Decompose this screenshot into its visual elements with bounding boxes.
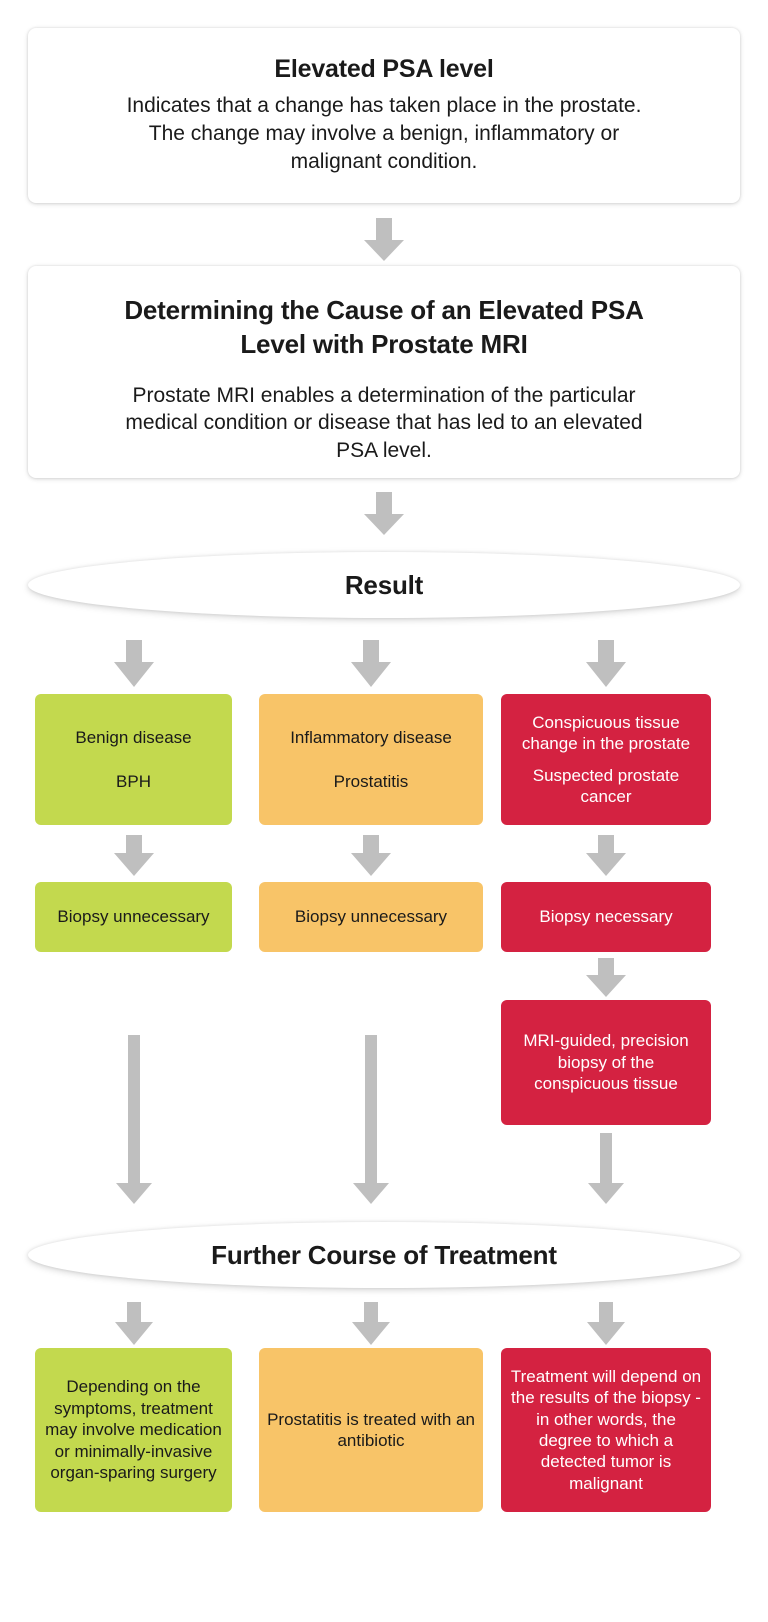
arrow-inflammatory-to-biopsy-icon [349, 835, 393, 877]
arrow-biopsy-inflammatory-to-treatment-icon [349, 1035, 393, 1205]
box-treatment-suspected-cancer-label: Treatment will depend on the results of … [510, 1366, 702, 1493]
box-treatment-suspected-cancer: Treatment will depend on the results of … [501, 1348, 711, 1512]
body-line-2: medical condition or disease that has le… [125, 411, 643, 435]
arrow-mri-to-result-icon [352, 492, 416, 536]
arrow-result-to-benign-icon [112, 640, 156, 688]
arrow-treatment-to-inflammatory-plan-icon [349, 1302, 393, 1346]
box-mri-guided-precision-biopsy-label: MRI-guided, precision biopsy of the cons… [523, 1031, 689, 1094]
card-elevated-psa: Elevated PSA level Indicates that a chan… [28, 28, 740, 203]
box-conspicuous-line-2: Suspected prostate cancer [532, 765, 680, 806]
body-line-1: Prostate MRI enables a determination of … [132, 383, 636, 407]
box-benign-disease: Benign disease BPH [35, 694, 232, 825]
card-determining-cause-title: Determining the Cause of an Elevated PSA… [54, 294, 714, 362]
box-biopsy-unnecessary-benign: Biopsy unnecessary [35, 882, 232, 952]
box-treatment-benign-label: Depending on the symptoms, treatment may… [45, 1377, 222, 1483]
card-elevated-psa-body: Indicates that a change has taken place … [54, 92, 714, 175]
box-mri-guided-precision-biopsy: MRI-guided, precision biopsy of the cons… [501, 1000, 711, 1125]
body-line-3: PSA level. [336, 439, 432, 463]
box-conspicuous-line-1: Conspicuous tissue change in the prostat… [521, 712, 691, 754]
arrow-benign-to-biopsy-icon [112, 835, 156, 877]
arrow-biopsy-benign-to-treatment-icon [112, 1035, 156, 1205]
box-treatment-inflammatory: Prostatitis is treated with an antibioti… [259, 1348, 483, 1512]
arrow-conspicuous-to-biopsy-icon [584, 835, 628, 877]
node-further-course-of-treatment: Further Course of Treatment [28, 1222, 740, 1288]
arrow-top-to-mri-icon [352, 218, 416, 262]
arrow-biopsy-to-mri-guided-icon [584, 958, 628, 998]
node-result: Result [28, 552, 740, 618]
box-benign-line-2: BPH [116, 771, 151, 791]
box-biopsy-unnecessary-inflammatory-label: Biopsy unnecessary [294, 907, 448, 927]
box-biopsy-necessary: Biopsy necessary [501, 882, 711, 952]
box-biopsy-necessary-label: Biopsy necessary [539, 907, 673, 927]
card-determining-cause: Determining the Cause of an Elevated PSA… [28, 266, 740, 478]
box-inflammatory-line-1: Inflammatory disease [290, 728, 452, 748]
arrow-result-to-conspicuous-icon [584, 640, 628, 688]
body-line-3: malignant condition. [290, 149, 478, 173]
node-result-label: Result [344, 569, 424, 600]
card-elevated-psa-title: Elevated PSA level [274, 55, 494, 83]
box-inflammatory-line-2: Prostatitis [333, 771, 409, 791]
card-determining-cause-body: Prostate MRI enables a determination of … [54, 382, 714, 465]
box-inflammatory-disease: Inflammatory disease Prostatitis [259, 694, 483, 825]
arrow-treatment-to-benign-plan-icon [112, 1302, 156, 1346]
title-line-2: Level with Prostate MRI [240, 328, 528, 359]
body-line-1: Indicates that a change has taken place … [126, 94, 642, 118]
box-biopsy-unnecessary-inflammatory: Biopsy unnecessary [259, 882, 483, 952]
arrow-result-to-inflammatory-icon [349, 640, 393, 688]
title-line-1: Determining the Cause of an Elevated PSA [124, 295, 644, 325]
box-conspicuous-tissue-change: Conspicuous tissue change in the prostat… [501, 694, 711, 825]
body-line-2: The change may involve a benign, inflamm… [148, 121, 620, 145]
box-benign-line-1: Benign disease [75, 728, 192, 748]
box-treatment-inflammatory-label: Prostatitis is treated with an antibioti… [267, 1409, 475, 1450]
arrow-mri-guided-to-treatment-icon [584, 1133, 628, 1205]
node-further-course-of-treatment-label: Further Course of Treatment [211, 1239, 557, 1270]
arrow-treatment-to-suspected-plan-icon [584, 1302, 628, 1346]
box-treatment-benign: Depending on the symptoms, treatment may… [35, 1348, 232, 1512]
box-biopsy-unnecessary-benign-label: Biopsy unnecessary [57, 907, 210, 927]
